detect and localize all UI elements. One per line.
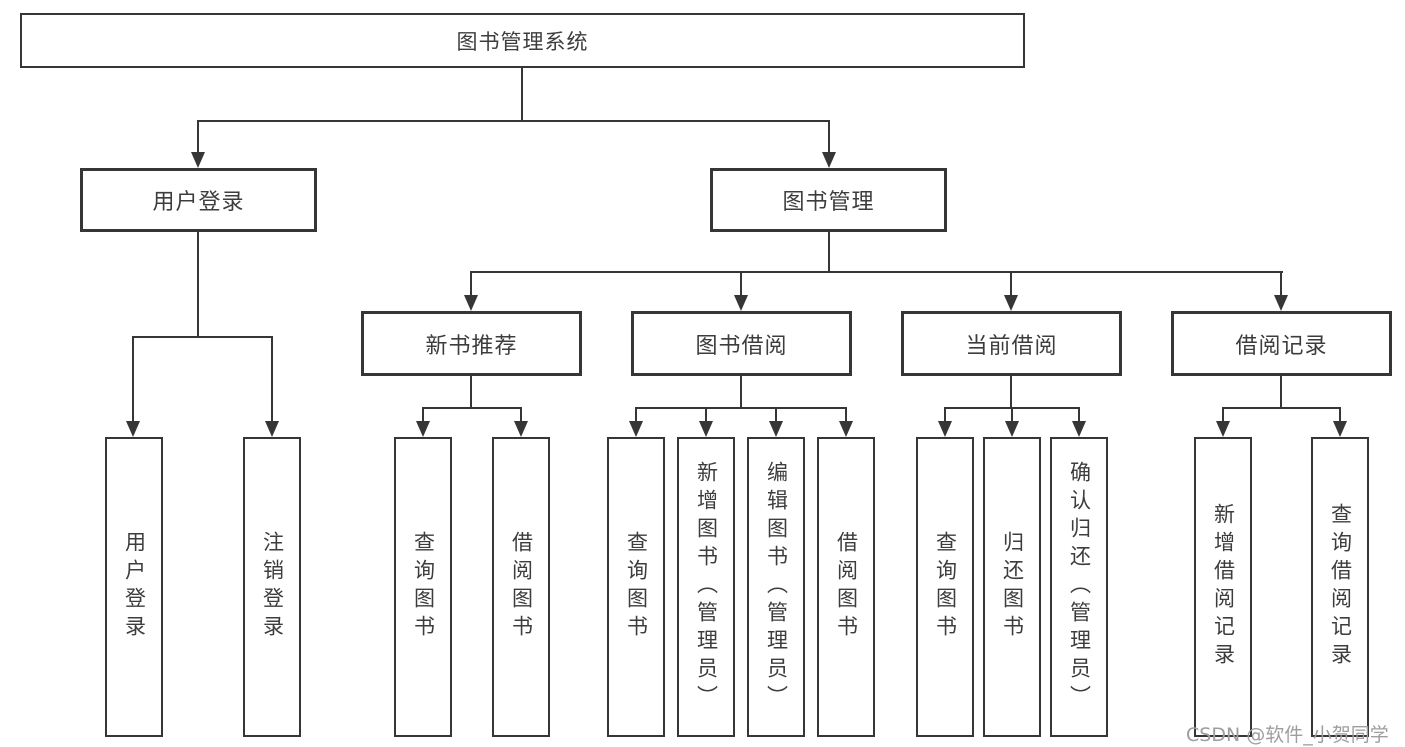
arrowhead-down-icon [191, 152, 205, 168]
node-new-book-rec-label: 新书推荐 [425, 333, 518, 359]
leaf-br-query-record-label: 查询借阅记录 [1328, 503, 1353, 671]
node-current-borrow: 当前借阅 [901, 311, 1122, 376]
arrowhead-down-icon [514, 421, 528, 437]
leaf-logout-label: 注销登录 [260, 531, 285, 643]
node-borrow-record: 借阅记录 [1171, 311, 1392, 376]
leaf-user-login-label: 用户登录 [122, 531, 147, 643]
connector-to-leaf-cb-confirm [1078, 407, 1080, 423]
arrowhead-down-icon [629, 421, 643, 437]
arrowhead-down-icon [699, 421, 713, 437]
arrowhead-down-icon [1274, 295, 1288, 311]
arrowhead-down-icon [1216, 421, 1230, 437]
leaf-rec-query-book-label: 查询图书 [411, 531, 436, 643]
leaf-rec-borrow-book: 借阅图书 [492, 437, 550, 737]
connector-to-leaf-bb-add [705, 407, 707, 423]
leaf-br-add-record-label: 新增借阅记录 [1211, 503, 1236, 671]
connector-root-branch [197, 120, 830, 122]
connector-to-current-borrow [1010, 271, 1012, 297]
connector-to-leaf-rec-borrow [520, 407, 522, 423]
connector-borrow-record-branch [1222, 407, 1341, 409]
connector-book-borrow-stem [740, 376, 742, 407]
leaf-rec-query-book: 查询图书 [394, 437, 452, 737]
arrowhead-down-icon [822, 152, 836, 168]
leaf-br-add-record: 新增借阅记录 [1194, 437, 1252, 737]
connector-user-login-stem [197, 232, 199, 336]
leaf-bb-borrow-book: 借阅图书 [817, 437, 875, 737]
leaf-cb-return-book: 归还图书 [983, 437, 1041, 737]
connector-book-borrow-branch [635, 407, 847, 409]
leaf-cb-confirm-return-label: 确认归还（管理员） [1067, 461, 1092, 713]
leaf-cb-query-book: 查询图书 [916, 437, 974, 737]
arrowhead-down-icon [839, 421, 853, 437]
connector-to-leaf-logout [271, 336, 273, 423]
node-root-label: 图书管理系统 [456, 29, 589, 54]
leaf-cb-query-book-label: 查询图书 [933, 531, 958, 643]
leaf-cb-return-book-label: 归还图书 [1000, 531, 1025, 643]
node-current-borrow-label: 当前借阅 [965, 333, 1058, 359]
leaf-bb-borrow-book-label: 借阅图书 [834, 531, 859, 643]
node-root: 图书管理系统 [20, 13, 1025, 68]
leaf-br-query-record: 查询借阅记录 [1311, 437, 1369, 737]
connector-to-leaf-cb-return [1011, 407, 1013, 423]
arrowhead-down-icon [938, 421, 952, 437]
connector-to-borrow-record [1280, 271, 1282, 297]
connector-book-mgmt-stem [828, 232, 830, 271]
connector-new-book-rec-stem [470, 376, 472, 407]
arrowhead-down-icon [734, 295, 748, 311]
leaf-bb-add-book-label: 新增图书（管理员） [694, 461, 719, 713]
arrowhead-down-icon [464, 295, 478, 311]
node-book-mgmt: 图书管理 [710, 168, 947, 232]
arrowhead-down-icon [1005, 421, 1019, 437]
node-book-borrow: 图书借阅 [631, 311, 852, 376]
node-borrow-record-label: 借阅记录 [1235, 333, 1328, 359]
connector-to-new-book-rec [470, 271, 472, 297]
connector-to-leaf-user-login [132, 336, 134, 423]
node-new-book-rec: 新书推荐 [361, 311, 582, 376]
leaf-user-login: 用户登录 [105, 437, 163, 737]
arrowhead-down-icon [416, 421, 430, 437]
connector-user-login-branch [132, 336, 273, 338]
leaf-bb-edit-book: 编辑图书（管理员） [747, 437, 805, 737]
leaf-bb-query-book-label: 查询图书 [624, 531, 649, 643]
leaf-bb-edit-book-label: 编辑图书（管理员） [764, 461, 789, 713]
leaf-logout: 注销登录 [243, 437, 301, 737]
node-user-login: 用户登录 [80, 168, 317, 232]
leaf-cb-confirm-return: 确认归还（管理员） [1050, 437, 1108, 737]
node-user-login-label: 用户登录 [152, 190, 245, 215]
connector-to-leaf-bb-borrow [845, 407, 847, 423]
connector-new-book-rec-branch [422, 407, 522, 409]
connector-root-stem [521, 68, 523, 120]
connector-to-book-borrow [740, 271, 742, 297]
connector-to-leaf-br-add [1222, 407, 1224, 423]
connector-to-leaf-rec-query [422, 407, 424, 423]
connector-to-leaf-br-query [1339, 407, 1341, 423]
connector-current-borrow-stem [1010, 376, 1012, 407]
node-book-borrow-label: 图书借阅 [695, 333, 788, 359]
connector-book-mgmt-branch [470, 271, 1283, 273]
arrowhead-down-icon [126, 421, 140, 437]
arrowhead-down-icon [769, 421, 783, 437]
connector-to-book-mgmt [828, 120, 830, 156]
leaf-rec-borrow-book-label: 借阅图书 [509, 531, 534, 643]
connector-to-leaf-bb-edit [775, 407, 777, 423]
arrowhead-down-icon [1004, 295, 1018, 311]
connector-to-leaf-bb-query [635, 407, 637, 423]
leaf-bb-query-book: 查询图书 [607, 437, 665, 737]
arrowhead-down-icon [265, 421, 279, 437]
arrowhead-down-icon [1072, 421, 1086, 437]
leaf-bb-add-book: 新增图书（管理员） [677, 437, 735, 737]
csdn-watermark: CSDN @软件_小贺同学 [1186, 724, 1389, 746]
arrowhead-down-icon [1333, 421, 1347, 437]
node-book-mgmt-label: 图书管理 [782, 190, 875, 215]
connector-to-leaf-cb-query [944, 407, 946, 423]
connector-to-user-login [197, 120, 199, 156]
connector-borrow-record-stem [1280, 376, 1282, 407]
